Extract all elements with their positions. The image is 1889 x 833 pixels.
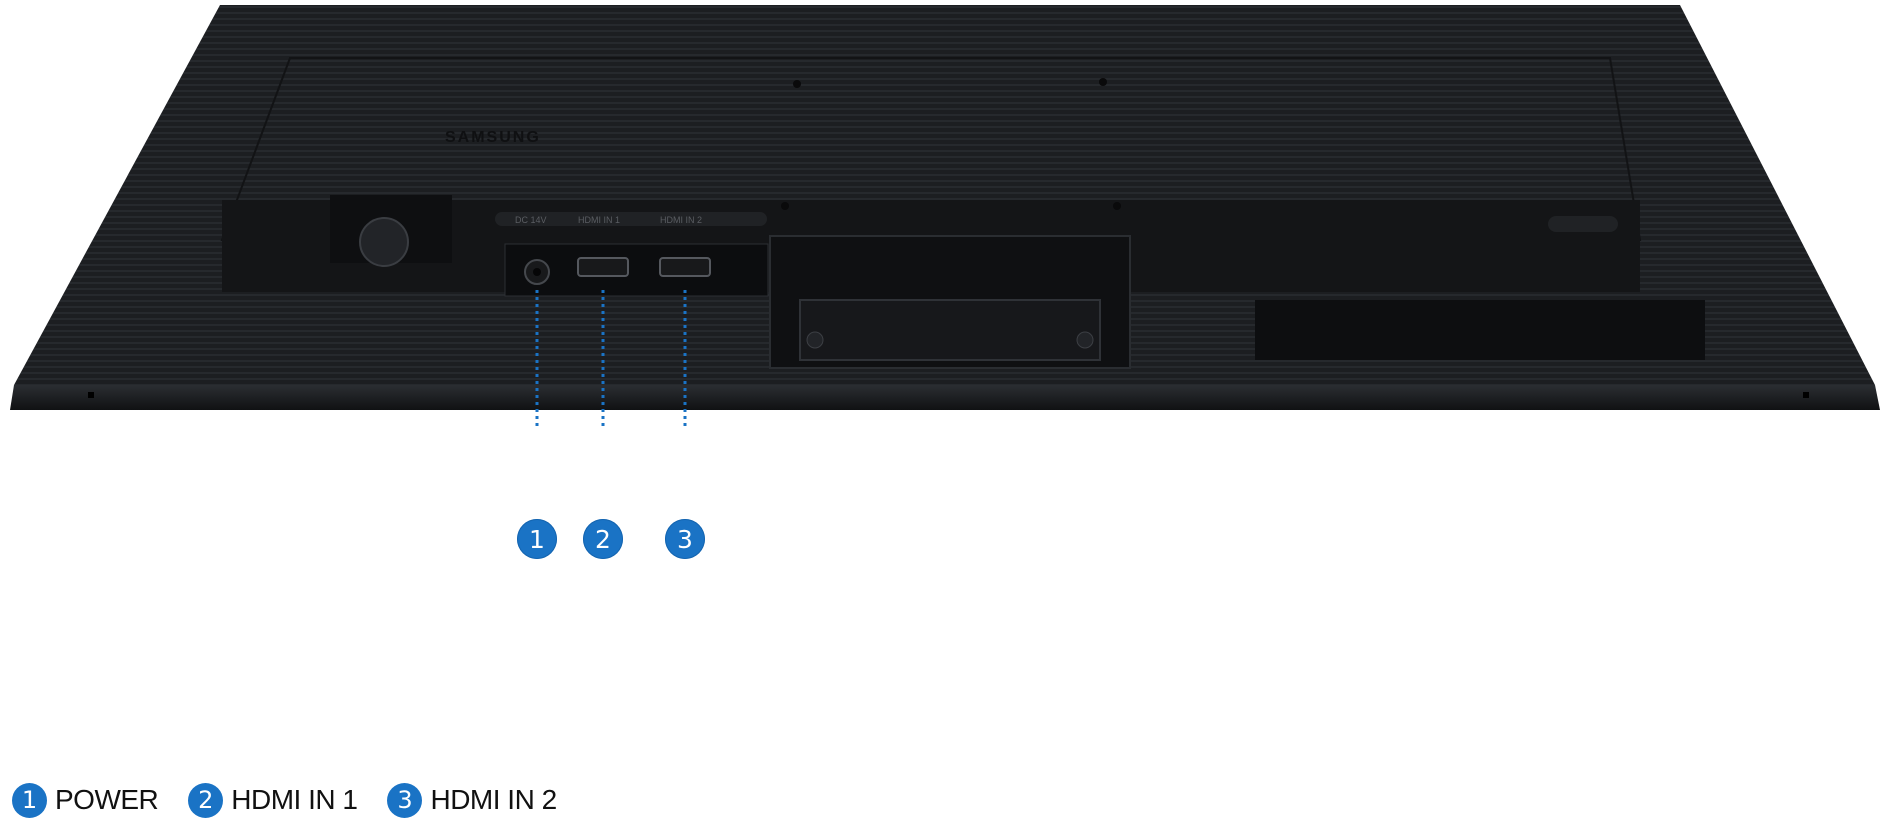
port-label-hdmi1: HDMI IN 1 xyxy=(578,215,620,225)
legend-item-hdmi2: 3 HDMI IN 2 xyxy=(387,782,557,818)
legend-label: POWER xyxy=(55,784,159,815)
legend-number: 1 xyxy=(12,782,47,818)
kensington-slot xyxy=(1548,216,1618,232)
stand-bracket xyxy=(799,299,1101,361)
hdmi-port-1 xyxy=(577,257,629,277)
vesa-hole xyxy=(793,80,801,88)
legend-number: 3 xyxy=(387,782,423,818)
joystick-button xyxy=(359,217,409,267)
callout-marker-1: 1 xyxy=(517,519,557,559)
corner-mark xyxy=(1803,392,1809,398)
port-label-bar xyxy=(495,212,767,226)
callout-marker-2: 2 xyxy=(583,519,623,559)
corner-mark xyxy=(88,392,94,398)
port-label-hdmi2: HDMI IN 2 xyxy=(660,215,702,225)
port-label-dc: DC 14V xyxy=(515,215,547,225)
brand-logo: SAMSUNG xyxy=(445,129,541,146)
legend-label: HDMI IN 2 xyxy=(430,784,557,815)
hdmi-port-2 xyxy=(659,257,711,277)
legend-item-power: 1 POWER xyxy=(12,782,159,818)
legend-item-hdmi1: 2 HDMI IN 1 xyxy=(188,782,358,818)
legend-label: HDMI IN 1 xyxy=(231,784,358,815)
stand-screw xyxy=(806,331,824,349)
vesa-hole xyxy=(1113,202,1121,210)
vesa-hole xyxy=(1099,78,1107,86)
monitor-bottom-bezel xyxy=(10,385,1880,410)
stand-screw xyxy=(1076,331,1094,349)
port-legend: 1 POWER 2 HDMI IN 1 3 HDMI IN 2 xyxy=(12,780,557,820)
vesa-hole xyxy=(781,202,789,210)
power-port-pin xyxy=(533,268,541,276)
callout-marker-3: 3 xyxy=(665,519,705,559)
rear-recess xyxy=(1255,300,1705,360)
legend-number: 2 xyxy=(188,782,224,818)
monitor-rear-view: DC 14V HDMI IN 1 HDMI IN 2 SAMSUNG xyxy=(10,5,1880,430)
